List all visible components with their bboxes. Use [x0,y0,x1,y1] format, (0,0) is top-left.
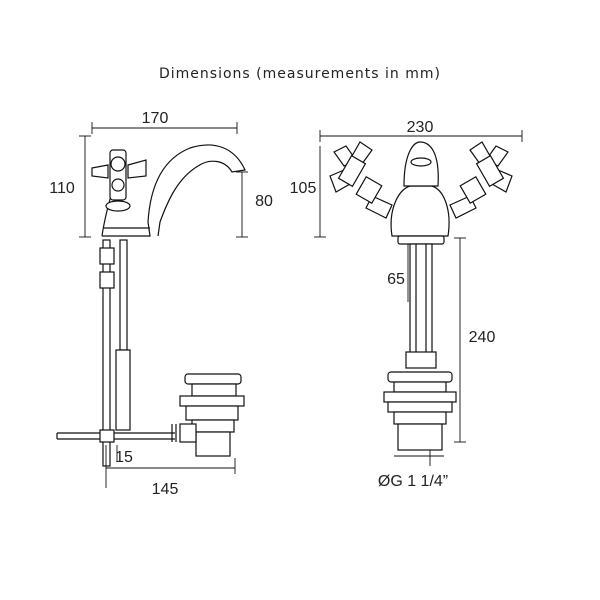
waste-side-connector [179,423,197,443]
dim-label-240: 240 [469,329,496,346]
front-body [390,185,450,237]
spout-body [102,144,246,237]
dim-label-110: 110 [49,180,75,197]
waste-cap [184,373,242,385]
dim-label-145: 145 [152,481,179,498]
front-waste-cap [387,371,453,383]
dim-label-thread: ØG 1 1/4” [378,473,448,490]
diagram-title: Dimensions (measurements in mm) [159,66,441,82]
tail-pipe [119,239,128,351]
side-view: 170 110 80 [49,110,273,498]
dim-label-170: 170 [142,110,169,127]
dim-label-105: 105 [290,180,317,197]
front-view: 230 105 65 [290,119,523,490]
shank [409,243,433,361]
dim-label-230: 230 [407,119,434,136]
pop-up-rod [102,239,111,467]
dim-label-65: 65 [387,271,405,288]
dim-label-15: 15 [115,449,133,466]
dim-label-80: 80 [255,193,273,210]
